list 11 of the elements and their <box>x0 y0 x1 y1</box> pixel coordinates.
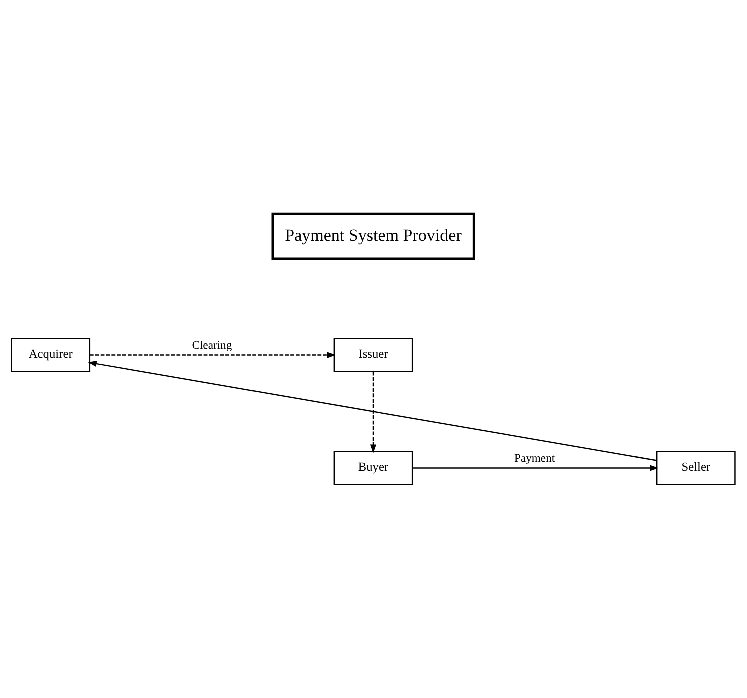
arrow <box>412 464 659 471</box>
arrow <box>370 372 377 453</box>
node-box: Acquirer <box>11 338 91 372</box>
edge-label: Payment <box>514 452 556 465</box>
arrow <box>88 360 658 461</box>
node-box: Buyer <box>334 450 414 486</box>
node-box: Payment System Provider <box>272 212 476 260</box>
node-box: Issuer <box>334 338 414 372</box>
arrow <box>90 352 336 358</box>
node-box: Seller <box>656 450 736 486</box>
edge-label: Clearing <box>192 338 232 352</box>
